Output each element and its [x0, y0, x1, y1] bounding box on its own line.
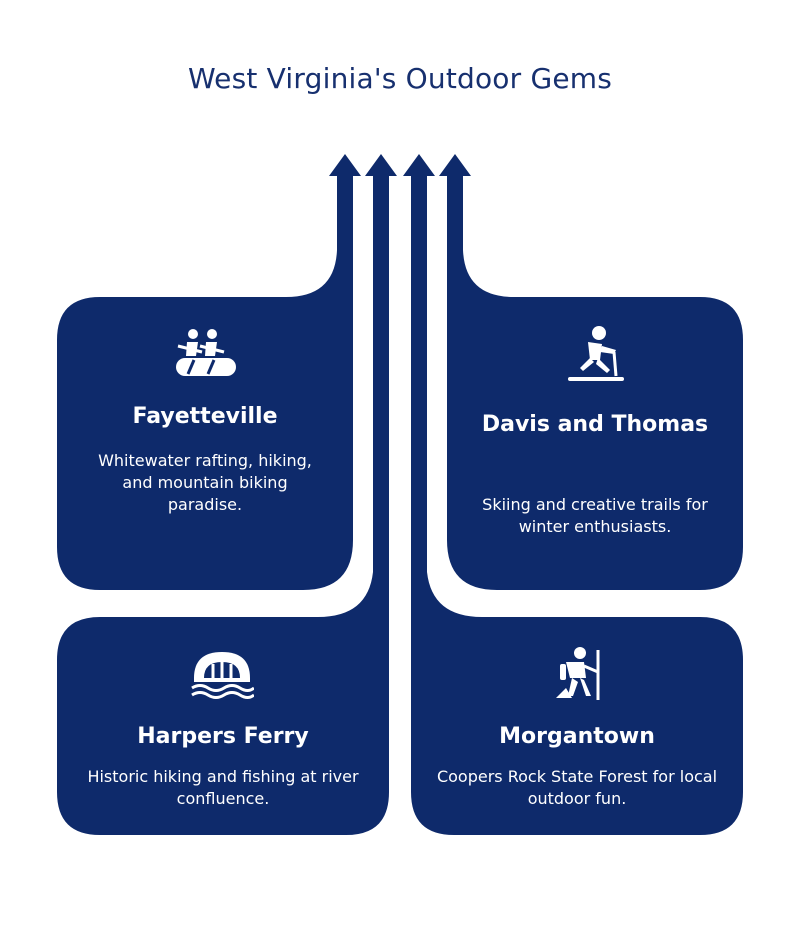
card-davis-description: Skiing and creative trails for winter en… — [482, 495, 708, 536]
card-morgantown-title: Morgantown — [499, 724, 655, 749]
bridge-icon — [190, 648, 255, 704]
card-fayetteville-title: Fayetteville — [132, 404, 278, 429]
hiker-icon — [554, 646, 606, 706]
skiing-icon — [564, 324, 626, 390]
card-harpers-description: Historic hiking and fishing at river con… — [87, 767, 359, 808]
card-harpers-bg — [57, 154, 397, 835]
rafting-icon — [174, 328, 238, 382]
card-davis-bg — [439, 154, 743, 590]
card-harpers-title: Harpers Ferry — [137, 724, 309, 749]
card-morgantown-description: Coopers Rock State Forest for local outd… — [436, 767, 718, 808]
card-fayetteville-description: Whitewater rafting, hiking, and mountain… — [98, 451, 312, 514]
card-morgantown-bg — [403, 154, 743, 835]
page-title: West Virginia's Outdoor Gems — [187, 62, 613, 95]
card-davis-title: Davis and Thomas — [481, 412, 709, 437]
